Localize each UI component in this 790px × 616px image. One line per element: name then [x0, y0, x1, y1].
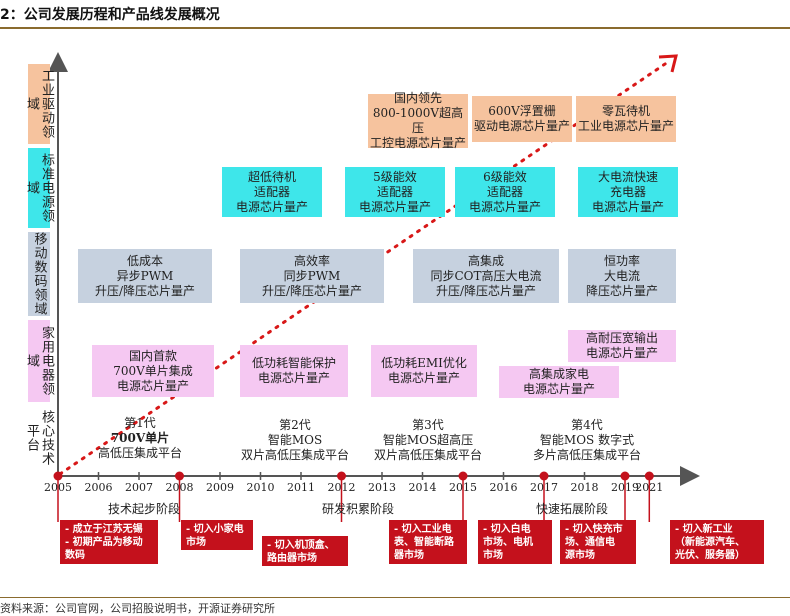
header-title: 2：公司发展历程和产品线发展概况	[0, 7, 220, 23]
milestone-dot-2005	[53, 471, 63, 481]
industrial-box-2: 600V浮置栅 驱动电源芯片量产	[472, 96, 572, 142]
mobile-box-3: 高集成 同步COT高压大电流 升压/降压芯片量产	[413, 249, 559, 303]
appliance-box-2: 低功耗智能保护 电源芯片量产	[240, 345, 348, 397]
year-label-2018: 2018	[570, 481, 599, 494]
generation-4: 第4代 智能MOS 数字式 多片高低压集成平台	[532, 418, 641, 462]
year-label-2011: 2011	[287, 481, 315, 494]
year-label-2006: 2006	[84, 481, 113, 494]
category-appliance: 家用电器领域	[24, 320, 54, 402]
year-label-2013: 2013	[368, 481, 396, 494]
year-label-2010: 2010	[246, 481, 275, 494]
milestone-dot-2008	[175, 471, 184, 481]
milestone-dot-2015	[458, 471, 468, 481]
stage-1: 技术起步阶段	[108, 502, 181, 516]
year-label-2012: 2012	[327, 481, 356, 494]
mobile-box-1: 低成本 异步PWM 升压/降压芯片量产	[78, 249, 212, 303]
event-box-2019: - 切入快充市 场、通信电 源市场	[560, 520, 636, 564]
standard-box-1: 超低待机 适配器 电源芯片量产	[222, 167, 322, 217]
mobile-box-2: 高效率 同步PWM 升压/降压芯片量产	[240, 249, 384, 303]
year-label-2009: 2009	[206, 481, 234, 494]
event-leader-lines	[57, 480, 651, 522]
mobile-box-4: 恒功率 大电流 降压芯片量产	[568, 249, 676, 303]
growth-trend-arrowhead	[658, 54, 678, 73]
industrial-box-1: 国内领先 800-1000V超高压 工控电源芯片量产	[368, 91, 468, 150]
year-label-2008: 2008	[165, 481, 194, 494]
generation-2: 第2代 智能MOS 双片高低压集成平台	[240, 418, 349, 462]
standard-box-2: 5级能效 适配器 电源芯片量产	[345, 167, 445, 217]
bottom-rule	[0, 597, 790, 598]
year-label-2017: 2017	[530, 481, 558, 494]
year-label-2016: 2016	[489, 481, 518, 494]
category-standard: 标准电源领域	[24, 148, 54, 228]
stage-2: 研发积累阶段	[322, 502, 395, 516]
appliance-box-5: 高耐压宽输出 电源芯片量产	[568, 330, 676, 362]
generation-3: 第3代 智能MOS超高压 双片高低压集成平台	[373, 418, 482, 462]
appliance-box-3: 低功耗EMI优化 电源芯片量产	[371, 345, 477, 397]
category-mobile: 移动数码领域	[28, 232, 50, 316]
category-industrial: 工业驱动领域	[24, 64, 54, 144]
event-box-2015: - 切入工业电 表、智能断路 器市场	[389, 520, 467, 564]
event-box-2008: - 切入小家电 市场	[181, 520, 253, 550]
year-label-2015: 2015	[449, 481, 477, 494]
appliance-box-1: 国内首款 700V单片集成 电源芯片量产	[92, 345, 214, 397]
milestone-dot-2019	[620, 471, 630, 481]
source-note: 资料来源：公司官网，公司招股说明书，开源证券研究所	[0, 602, 275, 615]
generation-1: 第1代 700V单片 高低压集成平台	[97, 416, 182, 460]
milestone-dots	[53, 471, 654, 481]
milestone-dot-2017	[539, 471, 549, 481]
year-label-2014: 2014	[408, 481, 437, 494]
milestone-dot-2021	[644, 471, 654, 481]
year-label-2019: 2019	[611, 481, 639, 494]
category-platform: 核心技术平台	[24, 410, 54, 466]
event-box-2017a: - 切入白电 市场、电机 市场	[478, 520, 552, 564]
year-label-2007: 2007	[125, 481, 153, 494]
standard-box-4: 大电流快速 充电器 电源芯片量产	[578, 167, 678, 217]
industrial-box-3: 零瓦待机 工业电源芯片量产	[576, 96, 676, 142]
milestone-dot-2012	[337, 471, 346, 481]
stage-3: 快速拓展阶段	[536, 502, 609, 516]
event-box-2021: - 切入新工业 （新能源汽车、 光伏、服务器）	[670, 520, 764, 564]
standard-box-3: 6级能效 适配器 电源芯片量产	[455, 167, 555, 217]
year-label-2005: 2005	[44, 481, 72, 494]
year-label-2021: 2021	[635, 481, 664, 494]
top-rule	[0, 27, 790, 29]
event-box-2012: - 切入机顶盒、 路由器市场	[262, 536, 348, 566]
appliance-box-4: 高集成家电 电源芯片量产	[499, 366, 619, 398]
event-box-2005: - 成立于江苏无锡 - 初期产品为移动 数码	[60, 520, 158, 564]
